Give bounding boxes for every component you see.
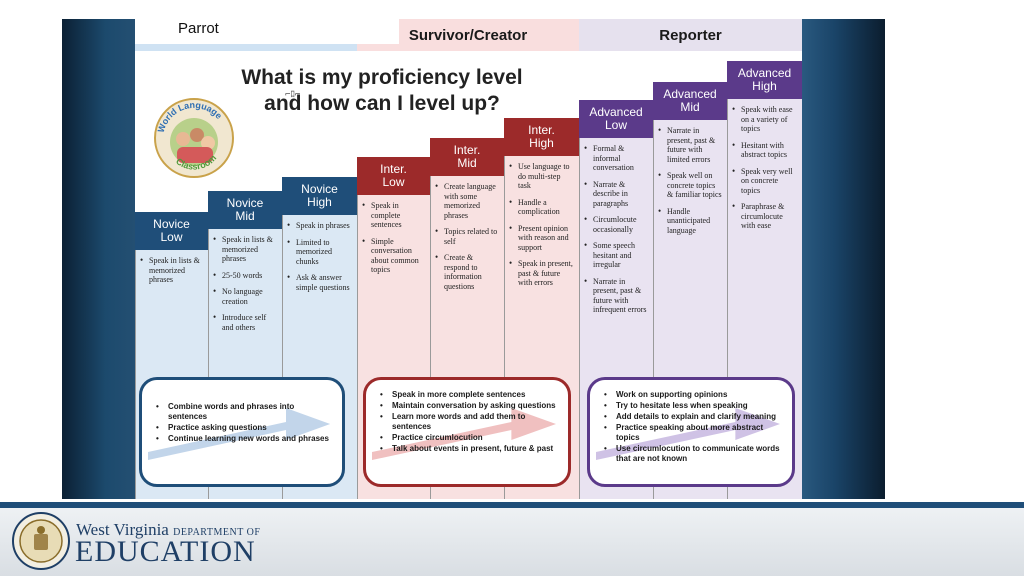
tip-item: Practice speaking about more abstract to…	[602, 423, 782, 443]
level-descriptor: Create & respond to information question…	[435, 253, 499, 291]
footer-dept-label: DEPARTMENT OF	[173, 527, 261, 538]
tip-item: Speak in more complete sentences	[378, 390, 558, 400]
level-column-header: Inter. High	[504, 118, 579, 156]
level-descriptor: Ask & answer simple questions	[287, 273, 352, 292]
level-column-header: Advanced Mid	[653, 82, 727, 120]
level-descriptor-list: Speak in phrasesLimited to memorized chu…	[282, 215, 357, 299]
level-descriptor: Speak with ease on a variety of topics	[732, 105, 797, 134]
level-descriptor: Speak very well on concrete topics	[732, 167, 797, 196]
level-descriptor: Present opinion with reason and support	[509, 224, 574, 253]
level-column-header: Novice Low	[135, 212, 208, 250]
tips-box-reporter: Work on supporting opinionsTry to hesita…	[587, 377, 795, 487]
tip-item: Combine words and phrases into sentences	[154, 402, 332, 422]
level-descriptor: Speak in lists & memorized phrases	[140, 256, 203, 285]
footer-divider	[0, 502, 1024, 508]
level-descriptor: Use language to do multi-step task	[509, 162, 574, 191]
level-descriptor-list: Create language with some memorized phra…	[430, 176, 504, 298]
level-descriptor-list: Speak in lists & memorized phrases	[135, 250, 208, 292]
tips-list: Work on supporting opinionsTry to hesita…	[602, 390, 782, 465]
footer-org-name-text: West Virginia	[76, 520, 169, 539]
chart-title-line2: and how can I level up?	[264, 92, 500, 115]
level-descriptor: Speak well on concrete topics & familiar…	[658, 171, 722, 200]
footer-org-big: EDUCATION	[75, 535, 256, 568]
tip-item: Talk about events in present, future & p…	[378, 444, 558, 454]
level-descriptor-list: Speak in lists & memorized phrases 25-50 …	[208, 229, 282, 339]
level-descriptor-list: Speak in complete sentencesSimple conver…	[357, 195, 430, 282]
level-descriptor: Narrate & describe in paragraphs	[584, 180, 648, 209]
level-column-header: Inter. Mid	[430, 138, 504, 176]
chart-title: What is my proficiency level and how can…	[217, 65, 547, 117]
tip-item: Maintain conversation by asking question…	[378, 401, 558, 411]
level-descriptor: Introduce self and others	[213, 313, 277, 332]
image-border-left	[62, 19, 135, 499]
level-descriptor: Simple conversation about common topics	[362, 237, 425, 275]
level-column: Advanced HighSpeak with ease on a variet…	[727, 61, 802, 499]
tip-item: Continue learning new words and phrases	[154, 434, 332, 444]
level-descriptor: Paraphrase & circumlocute with ease	[732, 202, 797, 231]
tip-item: Practice asking questions	[154, 423, 332, 433]
tips-list: Combine words and phrases into sentences…	[154, 402, 332, 445]
proficiency-chart: Parrot Survivor/Creator Reporter What is…	[135, 19, 802, 499]
level-descriptor: Narrate in present, past & future with i…	[584, 277, 648, 315]
handwritten-mark: ⌐ﾛ⌐	[285, 90, 301, 100]
chart-title-line1: What is my proficiency level	[241, 66, 523, 89]
level-descriptor: Speak in present, past & future with err…	[509, 259, 574, 288]
level-descriptor: Create language with some memorized phra…	[435, 182, 499, 220]
level-descriptor: Speak in lists & memorized phrases	[213, 235, 277, 264]
level-descriptor: Formal & informal conversation	[584, 144, 648, 173]
tip-item: Try to hesitate less when speaking	[602, 401, 782, 411]
level-descriptor-list: Formal & informal conversationNarrate & …	[579, 138, 653, 322]
level-descriptor: Handle a complication	[509, 198, 574, 217]
tip-item: Learn more words and add them to sentenc…	[378, 412, 558, 432]
level-descriptor: Narrate in present, past & future with l…	[658, 126, 722, 164]
level-descriptor: Some speech hesitant and irregular	[584, 241, 648, 270]
level-descriptor: Handle unanticipated language	[658, 207, 722, 236]
slide-label: Parrot	[135, 19, 399, 44]
footer	[0, 508, 1024, 576]
level-descriptor: Speak in phrases	[287, 221, 352, 231]
level-descriptor: 25-50 words	[213, 271, 277, 281]
level-descriptor-list: Speak with ease on a variety of topicsHe…	[727, 99, 802, 238]
tip-item: Add details to explain and clarify meani…	[602, 412, 782, 422]
level-column-header: Novice Mid	[208, 191, 282, 229]
tips-box-parrot: Combine words and phrases into sentences…	[139, 377, 345, 487]
state-seal-icon	[12, 512, 70, 570]
world-language-classroom-logo: World Language Classroom	[154, 98, 234, 178]
tip-item: Practice circumlocution	[378, 433, 558, 443]
level-column-header: Novice High	[282, 177, 357, 215]
level-descriptor: No language creation	[213, 287, 277, 306]
image-border-right	[801, 19, 885, 499]
level-column-header: Advanced Low	[579, 100, 653, 138]
level-descriptor: Speak in complete sentences	[362, 201, 425, 230]
band-reporter: Reporter	[579, 19, 802, 51]
level-column-header: Advanced High	[727, 61, 802, 99]
level-descriptor-list: Use language to do multi-step taskHandle…	[504, 156, 579, 295]
footer-org-name: West Virginia DEPARTMENT OF	[76, 520, 260, 540]
tips-box-survivor-creator: Speak in more complete sentencesMaintain…	[363, 377, 571, 487]
tip-item: Use circumlocution to communicate words …	[602, 444, 782, 464]
level-descriptor: Topics related to self	[435, 227, 499, 246]
tips-list: Speak in more complete sentencesMaintain…	[378, 390, 558, 455]
tip-item: Work on supporting opinions	[602, 390, 782, 400]
level-descriptor: Limited to memorized chunks	[287, 238, 352, 267]
level-descriptor-list: Narrate in present, past & future with l…	[653, 120, 727, 242]
level-column-header: Inter. Low	[357, 157, 430, 195]
level-descriptor: Circumlocute occasionally	[584, 215, 648, 234]
level-descriptor: Hesitant with abstract topics	[732, 141, 797, 160]
